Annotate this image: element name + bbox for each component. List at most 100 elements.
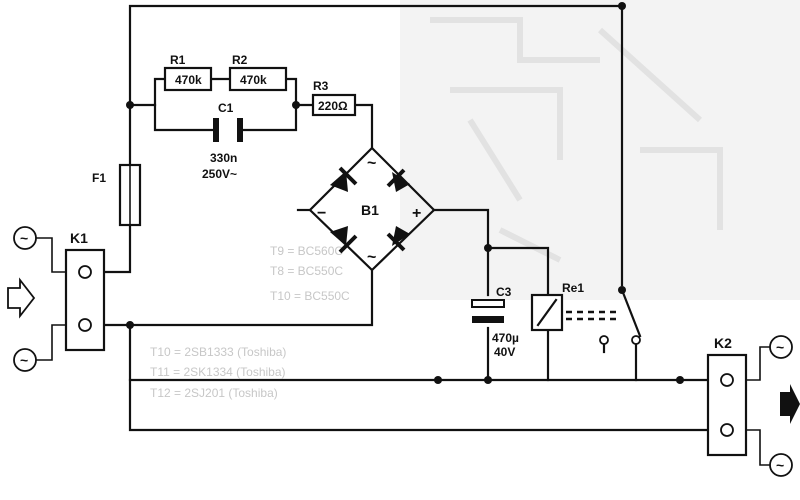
fuse-f1-ref: F1: [92, 171, 106, 185]
capacitor-c3-plate-pos: [471, 299, 505, 308]
ghost-text-5: T9 = BC560C: [270, 244, 343, 258]
bridge-minus-label: −: [317, 205, 326, 222]
wire-ac-out-bottom: [746, 429, 770, 466]
bridge-ac-top-label: ~: [367, 155, 376, 172]
diode-icon: [386, 168, 410, 192]
ac-symbol-glyph: ~: [776, 457, 784, 473]
diode-icon: [330, 226, 358, 254]
ac-symbol-icon: [769, 335, 793, 359]
junction-dot: [292, 101, 300, 109]
bridge-plus-label: +: [412, 205, 421, 222]
capacitor-c1: C1 330n 250V~: [202, 101, 243, 181]
bridge-outline: [308, 146, 436, 272]
resistor-r2: 470k R2: [228, 53, 288, 92]
wire-r3-bridge: [353, 103, 374, 150]
diode-icon: [330, 166, 358, 192]
wire-ac-in-top: [35, 237, 66, 273]
diode-icon: [386, 226, 410, 252]
relay-coil-winding: [536, 298, 558, 327]
resistor-r1-ref: R1: [170, 53, 186, 67]
capacitor-c1-ref: C1: [218, 101, 234, 115]
ac-symbol-glyph: ~: [776, 339, 784, 355]
resistor-r3: 220Ω R3: [311, 79, 357, 117]
ghost-text-4: T10 = 2SB1333 (Toshiba): [150, 345, 286, 359]
ghost-text-6: T8 = BC550C: [270, 264, 343, 278]
junction-dot: [618, 2, 626, 10]
output-arrow-icon: [780, 384, 800, 424]
relay-contact-nc: [599, 335, 609, 345]
junction-dot: [676, 376, 684, 384]
relay-ref: Re1: [562, 281, 584, 295]
capacitor-c3-ref: C3: [496, 285, 512, 299]
ghost-pcb-tracks: [430, 17, 723, 263]
wire-ground-rail: [128, 323, 710, 382]
junction-dot: [434, 376, 442, 384]
resistor-r2-ref: R2: [232, 53, 248, 67]
resistor-r3-ref: R3: [313, 79, 329, 93]
capacitor-c3-rating: 40V: [494, 345, 515, 359]
junctions: [126, 2, 684, 384]
bridge-ref: B1: [361, 202, 379, 218]
wire-c1-right: [238, 103, 298, 132]
wire-bridge-bottom: [83, 268, 374, 327]
ghost-pcb-area: [400, 0, 800, 300]
relay-contact-no: [631, 335, 641, 345]
relay-contact-arm: [620, 288, 642, 338]
ghost-text-1: T10 = BC550C: [270, 289, 350, 303]
junction-dot: [126, 101, 134, 109]
connector-k2: K2: [706, 335, 748, 457]
ac-source-out-top: ~: [769, 335, 793, 359]
wire-bottom-loop: [128, 378, 710, 432]
connector-k1-ref: K1: [70, 230, 88, 246]
connector-k2-ref: K2: [714, 335, 732, 351]
wire-top-rail: [128, 4, 624, 287]
ghost-text-2: T11 = 2SK1334 (Toshiba): [150, 365, 286, 379]
capacitor-c3-value: 470µ: [492, 331, 519, 345]
wire-ac-in-bottom: [35, 324, 66, 361]
fuse-f1: F1: [92, 163, 142, 227]
resistor-r1: 470k R1: [163, 53, 213, 92]
ac-symbol-icon: [13, 348, 37, 372]
capacitor-c1-value: 330n: [210, 151, 237, 165]
wire-r2-r3: [284, 77, 315, 107]
connector-k2-body: [706, 353, 748, 457]
connector-k2-terminal: [720, 373, 734, 387]
connector-k1-body: [64, 248, 106, 352]
bridge-rectifier-b1: B1 − + ~ ~: [308, 146, 436, 272]
wire-r1-in: [128, 77, 167, 107]
input-arrow-icon: [7, 277, 36, 319]
capacitor-c3-plate-neg: [472, 316, 504, 323]
connector-k1-terminal: [78, 318, 92, 332]
resistor-r1-body: [163, 66, 213, 92]
resistor-r2-value: 470k: [240, 73, 267, 87]
capacitor-c3: C3 470µ 40V: [471, 285, 519, 359]
connector-k1-terminal: [78, 265, 92, 279]
junction-dot: [484, 376, 492, 384]
ac-symbol-glyph: ~: [20, 352, 28, 368]
wires: [35, 4, 770, 466]
bridge-ac-bottom-label: ~: [367, 249, 376, 266]
wire-c1-left: [153, 103, 218, 132]
junction-dot: [126, 321, 134, 329]
resistor-r3-value: 220Ω: [318, 99, 348, 113]
ac-source-in-bottom: ~: [13, 348, 37, 372]
ac-source-out-bottom: ~: [769, 453, 793, 477]
resistor-r3-body: [311, 93, 357, 117]
ac-source-in-top: ~: [13, 226, 37, 250]
capacitor-c1-rating: 250V~: [202, 167, 237, 181]
connector-k1: K1: [64, 230, 106, 352]
wire-ac-out-top: [746, 346, 770, 381]
ac-symbol-icon: [13, 226, 37, 250]
resistor-r1-value: 470k: [175, 73, 202, 87]
wire-bridge-plus: [432, 208, 490, 297]
ghost-text-3: T12 = 2SJ201 (Toshiba): [150, 386, 278, 400]
wire-relay-top: [486, 246, 550, 297]
ac-symbol-glyph: ~: [20, 230, 28, 246]
relay-re1: Re1: [530, 281, 642, 345]
connector-k2-terminal: [720, 423, 734, 437]
resistor-r2-body: [228, 66, 288, 92]
ac-symbol-icon: [769, 453, 793, 477]
